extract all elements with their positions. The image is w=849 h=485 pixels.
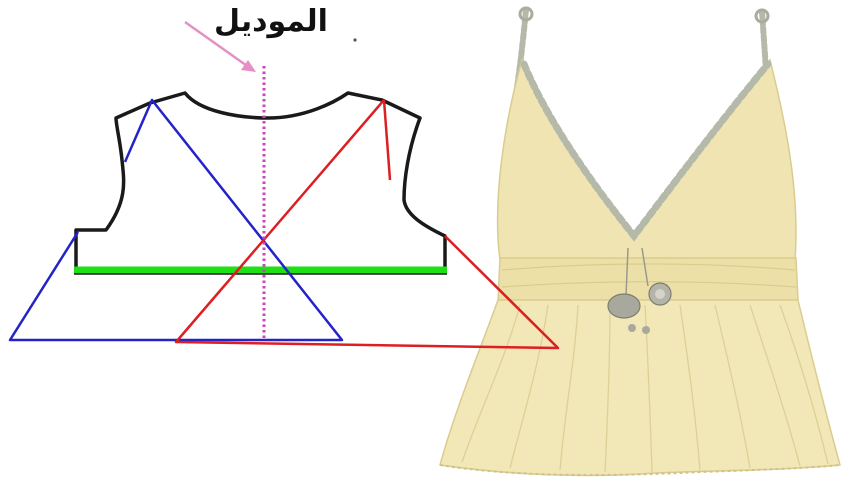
garment-peplum [439, 299, 841, 477]
charm-pendant [607, 247, 672, 334]
arrow-icon [184, 20, 256, 72]
pattern-piece [8, 20, 560, 350]
garment-bodice [496, 57, 797, 261]
garment-waistband [497, 257, 799, 303]
model-label: الموديل [214, 4, 328, 39]
bodice-outline [74, 91, 447, 272]
neckline-trim [520, 60, 772, 242]
blue-guide-triangle [8, 98, 344, 342]
garment-photo [439, 6, 841, 477]
red-guide-triangle [174, 99, 560, 350]
